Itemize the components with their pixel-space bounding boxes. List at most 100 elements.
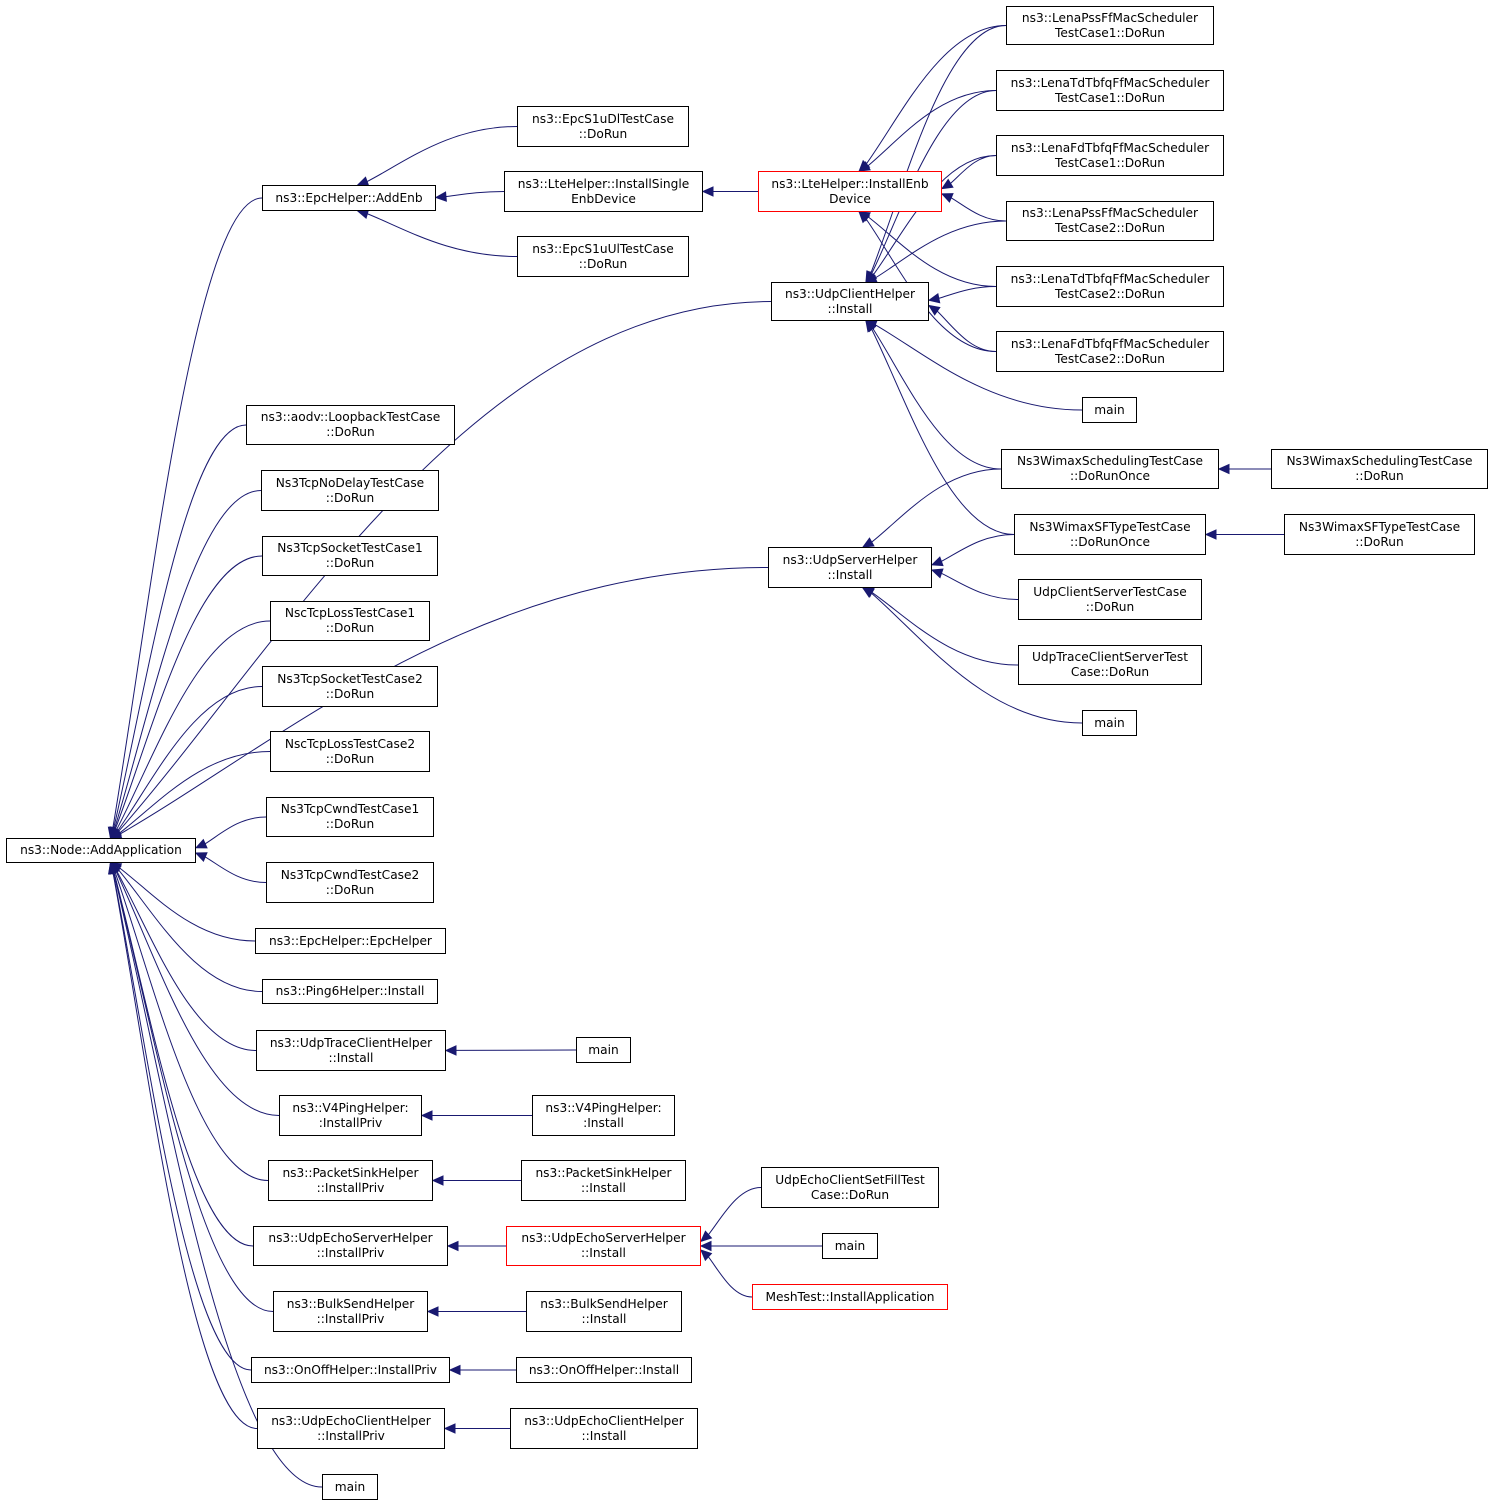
node-bulksendhelper-installpriv[interactable]: ns3::BulkSendHelper ::InstallPriv	[273, 1291, 428, 1332]
arrowhead	[858, 211, 871, 224]
node-ltehelper-installsingle[interactable]: ns3::LteHelper::InstallSingle EnbDevice	[504, 171, 703, 212]
call-edge	[941, 534, 1015, 562]
node-ns3tcpsocket-testcase2[interactable]: Ns3TcpSocketTestCase2 ::DoRun	[262, 666, 438, 707]
arrowhead	[434, 191, 447, 202]
call-edge	[445, 191, 505, 198]
node-lenafdtbfq-testcase1[interactable]: ns3::LenaFdTbfqFfMacScheduler TestCase1:…	[996, 135, 1224, 176]
node-onoffhelper-installpriv[interactable]: ns3::OnOffHelper::InstallPriv	[251, 1357, 450, 1383]
node-udpechoclienthelper-installpriv[interactable]: ns3::UdpEchoClientHelper ::InstallPriv	[257, 1408, 445, 1449]
node-main[interactable]: main	[822, 1233, 878, 1259]
arrowhead	[443, 1423, 456, 1434]
node-epchelper-addenb[interactable]: ns3::EpcHelper::AddEnb	[262, 185, 436, 211]
node-ns3tcpsocket-testcase1[interactable]: Ns3TcpSocketTestCase1 ::DoRun	[262, 536, 438, 576]
node-lenatdtbfq-testcase2[interactable]: ns3::LenaTdTbfqFfMacScheduler TestCase2:…	[996, 266, 1224, 307]
node-udpclienthelper-install[interactable]: ns3::UdpClientHelper ::Install	[771, 282, 929, 321]
call-edge	[867, 90, 997, 167]
call-edge	[112, 872, 252, 1371]
node-udpclientserver-testcase[interactable]: UdpClientServerTestCase ::DoRun	[1018, 579, 1202, 620]
node-nsctcploss-testcase2[interactable]: NscTcpLossTestCase2 ::DoRun	[270, 731, 430, 772]
node-wimaxsftype-dorun[interactable]: Ns3WimaxSFTypeTestCase ::DoRun	[1284, 514, 1475, 555]
node-lenafdtbfq-testcase2[interactable]: ns3::LenaFdTbfqFfMacScheduler TestCase2:…	[996, 331, 1224, 372]
call-edge	[366, 126, 518, 182]
node-epchelper-constructor[interactable]: ns3::EpcHelper::EpcHelper	[255, 928, 446, 954]
arrowhead	[1217, 463, 1230, 475]
call-edge	[114, 871, 269, 1181]
node-ns3tcpnodelay-testcase[interactable]: Ns3TcpNoDelayTestCase ::DoRun	[261, 470, 439, 511]
node-main[interactable]: main	[322, 1474, 378, 1500]
node-ping6helper-install[interactable]: ns3::Ping6Helper::Install	[262, 979, 438, 1004]
node-wimaxsftype-dorunonce[interactable]: Ns3WimaxSFTypeTestCase ::DoRunOnce	[1014, 514, 1206, 555]
arrowhead	[426, 1306, 439, 1317]
call-edge	[113, 872, 323, 1488]
node-lenapss-testcase1[interactable]: ns3::LenaPssFfMacScheduler TestCase1::Do…	[1006, 6, 1214, 45]
call-edge	[115, 620, 271, 831]
node-meshtest-installapplication[interactable]: MeshTest::InstallApplication	[752, 1284, 948, 1310]
call-edge	[113, 490, 262, 829]
arrowhead	[940, 178, 954, 190]
arrowhead	[858, 161, 871, 172]
call-edge	[118, 867, 256, 942]
call-edge	[115, 871, 280, 1116]
node-udptraceclientserver-testcase[interactable]: UdpTraceClientServerTest Case::DoRun	[1018, 645, 1202, 685]
call-edge	[867, 216, 997, 287]
node-epcs1uul-testcase[interactable]: ns3::EpcS1uUlTestCase ::DoRun	[517, 236, 689, 277]
node-lenatdtbfq-testcase1[interactable]: ns3::LenaTdTbfqFfMacScheduler TestCase1:…	[996, 70, 1224, 111]
node-ns3tcpcwnd-testcase1[interactable]: Ns3TcpCwndTestCase1 ::DoRun	[266, 797, 434, 837]
node-lenapss-testcase2[interactable]: ns3::LenaPssFfMacScheduler TestCase2::Do…	[1006, 201, 1214, 241]
arrowhead	[700, 1249, 713, 1262]
arrowhead	[109, 828, 123, 839]
node-packetsinkhelper-installpriv[interactable]: ns3::PacketSinkHelper ::InstallPriv	[268, 1160, 433, 1201]
arrowhead	[444, 1045, 457, 1056]
call-edge	[874, 324, 1083, 411]
node-add-application: ns3::Node::AddApplication	[6, 838, 196, 863]
arrowhead	[431, 1175, 444, 1186]
node-epcs1udl-testcase[interactable]: ns3::EpcS1uDlTestCase ::DoRun	[517, 106, 689, 147]
node-aodv-loopback-testcase[interactable]: ns3::aodv::LoopbackTestCase ::DoRun	[246, 405, 455, 445]
arrowhead	[446, 1240, 459, 1252]
arrowhead	[448, 1364, 461, 1376]
call-edge	[941, 572, 1019, 600]
node-onoffhelper-install[interactable]: ns3::OnOffHelper::Install	[516, 1357, 692, 1383]
call-edge	[113, 872, 274, 1312]
node-udpserverhelper-install[interactable]: ns3::UdpServerHelper ::Install	[768, 547, 932, 588]
node-bulksendhelper-install[interactable]: ns3::BulkSendHelper ::Install	[526, 1291, 682, 1332]
node-v4pinghelper-install[interactable]: ns3::V4PingHelper: :Install	[532, 1095, 675, 1136]
arrowhead	[927, 304, 941, 316]
arrowhead	[865, 319, 877, 333]
arrowhead	[701, 186, 714, 197]
call-edge	[871, 468, 1002, 543]
node-main[interactable]: main	[1082, 710, 1137, 736]
call-edge	[872, 328, 1002, 470]
node-udpechoclienthelper-install[interactable]: ns3::UdpEchoClientHelper ::Install	[510, 1408, 698, 1449]
arrowhead	[930, 556, 944, 567]
call-edge	[871, 592, 1083, 724]
node-ns3tcpcwnd-testcase2[interactable]: Ns3TcpCwndTestCase2 ::DoRun	[266, 862, 434, 903]
node-main[interactable]: main	[576, 1037, 631, 1063]
node-nsctcploss-testcase1[interactable]: NscTcpLossTestCase1 ::DoRun	[270, 601, 430, 641]
arrowhead	[940, 193, 954, 203]
arrowhead	[861, 537, 875, 548]
node-ltehelper-installenb[interactable]: ns3::LteHelper::InstallEnb Device	[758, 171, 942, 212]
call-edge	[117, 686, 263, 832]
call-edge	[870, 25, 1007, 274]
arrowhead	[420, 1110, 433, 1121]
node-udpechoclientsetfill-testcase[interactable]: UdpEchoClientSetFillTest Case::DoRun	[761, 1167, 939, 1208]
call-edge	[117, 869, 263, 992]
node-packetsinkhelper-install[interactable]: ns3::PacketSinkHelper ::Install	[521, 1160, 686, 1201]
call-edge	[938, 286, 997, 299]
node-wimaxscheduling-dorunonce[interactable]: Ns3WimaxSchedulingTestCase ::DoRunOnce	[1001, 449, 1219, 489]
call-edge	[874, 220, 1007, 279]
call-edge	[707, 1256, 753, 1298]
node-udpechoserverhelper-installpriv[interactable]: ns3::UdpEchoServerHelper ::InstallPriv	[253, 1226, 448, 1266]
node-udpechoserverhelper-install[interactable]: ns3::UdpEchoServerHelper ::Install	[506, 1226, 701, 1266]
call-edge	[117, 301, 772, 833]
arrowhead	[930, 568, 944, 579]
call-edge	[112, 197, 263, 829]
call-edge	[871, 592, 1019, 666]
node-wimaxscheduling-dorun[interactable]: Ns3WimaxSchedulingTestCase ::DoRun	[1271, 449, 1488, 489]
call-edge	[865, 25, 1007, 165]
node-udptraceclienthelper-install[interactable]: ns3::UdpTraceClientHelper ::Install	[256, 1030, 446, 1071]
node-v4pinghelper-installpriv[interactable]: ns3::V4PingHelper: :InstallPriv	[279, 1095, 422, 1136]
node-main[interactable]: main	[1082, 397, 1137, 423]
